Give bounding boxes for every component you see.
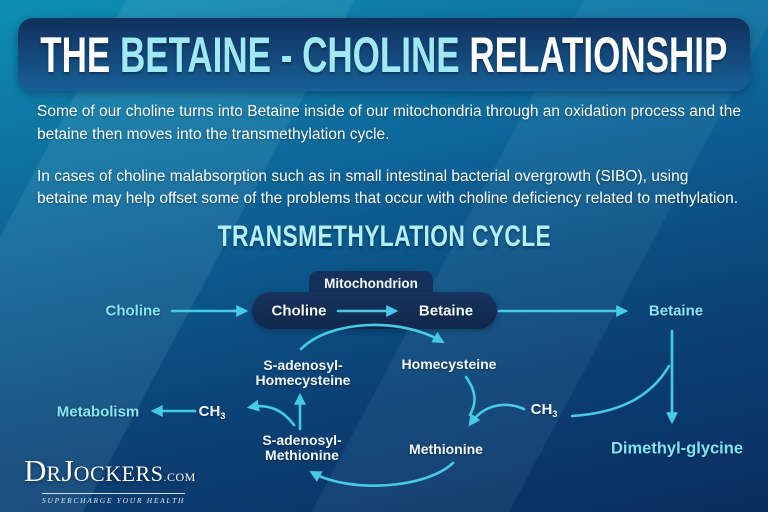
node-s-adenosyl-homecysteine-line2: Homecysteine [255, 372, 351, 388]
brand-letter-j: J [61, 453, 74, 488]
title-part-2: BETAINE - CHOLINE [120, 26, 460, 83]
node-mito-betaine: Betaine [418, 302, 474, 320]
arrow-sam-to-ch3-left [246, 399, 296, 427]
brand-tagline: SUPERCHARGE YOUR HEALTH [42, 493, 186, 505]
ch3-left-sub: 3 [220, 411, 226, 421]
title-part-3: RELATIONSHIP [469, 26, 728, 83]
node-s-adenosyl-homecysteine: S-adenosyl- Homecysteine [256, 358, 351, 388]
node-s-adenosyl-homecysteine-line1: S-adenosyl- [263, 357, 343, 373]
node-s-adenosyl-methionine-line1: S-adenosyl- [262, 432, 342, 448]
node-metabolism: Metabolism [56, 403, 140, 421]
ch3-right-base: CH [530, 401, 553, 418]
brand-logo: DRJOCKERS.COM SUPERCHARGE YOUR HEALTH [24, 453, 196, 505]
curve-betaine-branch-to-ch3 [570, 364, 671, 418]
node-methionine: Methionine [409, 441, 483, 457]
node-mito-choline: Choline [271, 302, 327, 320]
ch3-left-base: CH [198, 403, 221, 420]
brand-letters-ockers: OCKERS [73, 461, 164, 486]
ch3-right-sub: 3 [552, 409, 558, 419]
arrow-methionine-to-sam [309, 461, 455, 487]
cycle-heading-wrap: TRANSMETHYLATION CYCLE [0, 222, 768, 252]
node-ch3-right: CH3 [531, 401, 558, 419]
arrow-ch3-to-methionine [468, 403, 526, 427]
brand-logo-name: DRJOCKERS.COM [24, 453, 196, 492]
intro-paragraph-1: Some of our choline turns into Betaine i… [37, 103, 741, 143]
node-homecysteine: Homecysteine [401, 356, 497, 372]
page-title: THE BETAINE - CHOLINE RELATIONSHIP [40, 30, 727, 80]
node-dimethyl-glycine: Dimethyl-glycine [610, 439, 744, 458]
title-part-1: THE [40, 26, 111, 83]
brand-suffix-com: .COM [163, 470, 196, 484]
node-choline-input: Choline [105, 302, 161, 320]
curve-homecysteine-to-methionine [464, 375, 476, 417]
title-bar: THE BETAINE - CHOLINE RELATIONSHIP [18, 18, 750, 91]
node-ch3-left: CH3 [199, 403, 226, 421]
node-s-adenosyl-methionine-line2: Methionine [265, 447, 339, 463]
mitochondrion-label: Mitochondrion [324, 276, 418, 291]
cycle-heading: TRANSMETHYLATION CYCLE [217, 220, 551, 253]
node-s-adenosyl-methionine: S-adenosyl- Methionine [262, 433, 341, 463]
brand-letter-d: D [24, 453, 47, 488]
brand-letter-r: R [46, 461, 62, 486]
intro-text: Some of our choline turns into Betaine i… [37, 101, 743, 211]
intro-paragraph-2: In cases of choline malabsorption such a… [37, 167, 739, 208]
node-betaine-output: Betaine [648, 302, 704, 320]
